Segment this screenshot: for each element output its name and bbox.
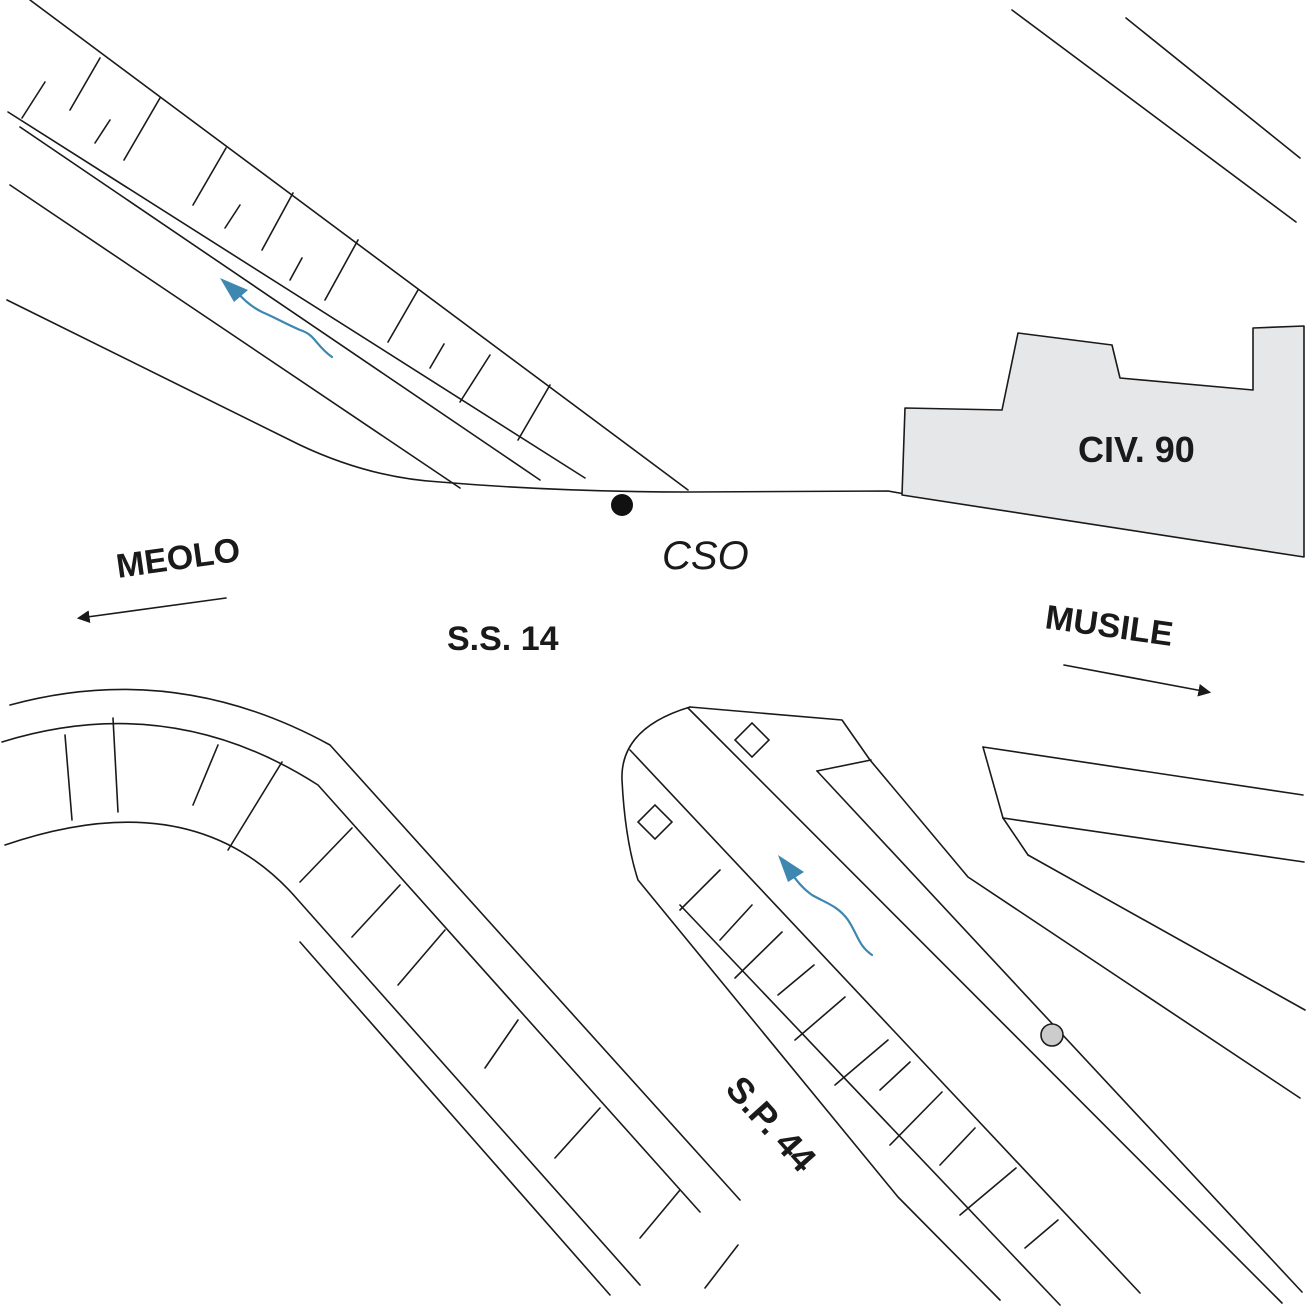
- label-sp44: S.P. 44: [718, 1068, 824, 1180]
- building-civ-90: [901, 325, 1305, 558]
- top-right-road: [1011, 9, 1301, 223]
- top-left-bank-hatching: [21, 57, 551, 441]
- sp44-bank-hatching: [679, 869, 1059, 1249]
- manhole-point: [1040, 1023, 1064, 1047]
- label-civ-90: CIV. 90: [1078, 429, 1195, 470]
- flow-arrow-sp44: [778, 855, 874, 957]
- arrow-to-musile: [1063, 664, 1212, 697]
- flow-arrow-top: [220, 278, 334, 359]
- label-meolo: MEOLO: [114, 531, 243, 586]
- arrow-to-meolo: [76, 597, 227, 624]
- right-road: [982, 746, 1306, 1011]
- label-ss14: S.S. 14: [447, 620, 559, 658]
- cso-point: [611, 494, 633, 516]
- bottom-left-bank-hatching: [64, 717, 739, 1289]
- sp44-markers: [636, 721, 771, 841]
- bottom-left-road: [1, 688, 741, 1296]
- label-cso: CSO: [662, 534, 749, 578]
- top-left-road: [6, 0, 906, 495]
- sp44-road: [621, 706, 1303, 1306]
- label-musile: MUSILE: [1043, 598, 1175, 654]
